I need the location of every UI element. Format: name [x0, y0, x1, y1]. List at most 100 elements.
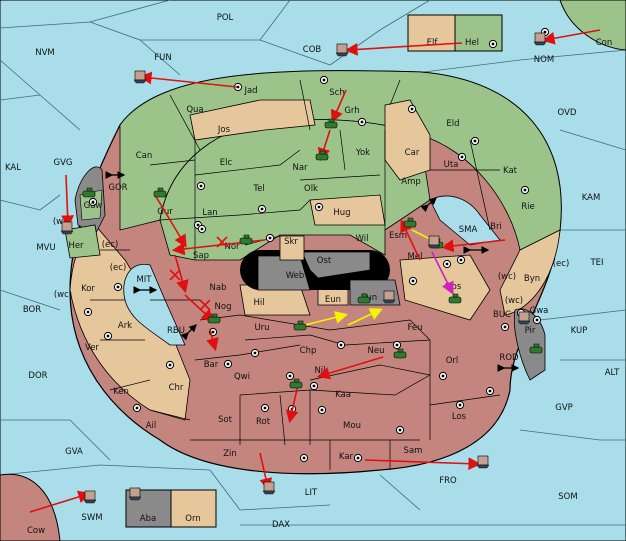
province-label-jos[interactable]: Jos — [217, 125, 231, 135]
fleet-unit-icon[interactable] — [427, 235, 441, 249]
province-label-byn[interactable]: Byn — [524, 274, 540, 284]
province-label-nar[interactable]: Nar — [292, 163, 308, 173]
province-label-hug[interactable]: Hug — [333, 208, 350, 218]
province-label-pir[interactable]: Pir — [525, 326, 536, 336]
province-label-sap[interactable]: Sap — [193, 251, 209, 261]
fleet-unit-icon[interactable] — [83, 490, 97, 504]
army-unit-icon[interactable] — [289, 378, 303, 389]
province-label-wil[interactable]: Wil — [356, 234, 369, 244]
fleet-unit-icon[interactable] — [335, 43, 349, 57]
province-label-chp[interactable]: Chp — [300, 346, 317, 356]
province-label-neu[interactable]: Neu — [368, 346, 385, 356]
fleet-unit-icon[interactable] — [476, 455, 490, 469]
army-unit-icon[interactable] — [315, 150, 329, 161]
province-label-hil[interactable]: Hil — [253, 298, 264, 308]
province-label-hel[interactable]: Hel — [465, 38, 479, 48]
province-label-ost[interactable]: Ost — [317, 256, 332, 266]
province-label-her[interactable]: Her — [68, 241, 84, 251]
army-unit-icon[interactable] — [293, 320, 307, 331]
province-label-mou[interactable]: Mou — [343, 421, 361, 431]
province-label-orl[interactable]: Orl — [446, 356, 459, 366]
province-label-bri[interactable]: Bri — [490, 222, 502, 232]
supply-center-dot — [263, 406, 267, 410]
province-label-esm[interactable]: Esm — [389, 231, 407, 241]
province-label-feu[interactable]: Feu — [407, 323, 422, 333]
fleet-unit-icon[interactable] — [517, 311, 531, 325]
province-label-sch[interactable]: Sch — [329, 88, 344, 98]
province-label-nog[interactable]: Nog — [215, 302, 232, 312]
province-label-eld[interactable]: Eld — [446, 119, 459, 129]
army-unit-icon[interactable] — [357, 293, 371, 304]
province-label-los[interactable]: Los — [452, 412, 467, 422]
province-label-can[interactable]: Can — [136, 151, 153, 161]
province-label-web[interactable]: Web — [286, 271, 305, 281]
army-unit-icon[interactable] — [529, 343, 543, 354]
province-label-sam[interactable]: Sam — [404, 446, 423, 456]
province-label-bar[interactable]: Bar — [204, 360, 219, 370]
fleet-unit-icon[interactable] — [533, 32, 547, 46]
province-label-car[interactable]: Car — [405, 148, 420, 158]
sea-label-kam: KAM — [582, 193, 601, 203]
province-label-olk[interactable]: Olk — [304, 184, 318, 194]
supply-center-dot — [339, 343, 343, 347]
province-label-zin[interactable]: Zin — [223, 449, 237, 459]
supply-center-dot — [199, 184, 203, 188]
fleet-unit-icon[interactable] — [60, 221, 74, 235]
army-unit-icon[interactable] — [403, 217, 417, 228]
region-ost[interactable] — [301, 251, 371, 279]
fleet-unit-icon[interactable] — [128, 487, 142, 501]
army-unit-icon[interactable] — [239, 234, 253, 245]
fleet-unit-icon[interactable] — [382, 290, 396, 304]
sea-label-fro: FRO — [439, 476, 457, 486]
region-her[interactable] — [64, 224, 101, 259]
province-label-tel[interactable]: Tel — [252, 184, 264, 194]
province-label-grh[interactable]: Grh — [344, 106, 359, 116]
passage-arrow — [180, 324, 197, 341]
province-label-kat[interactable]: Kat — [503, 166, 518, 176]
province-label-uta[interactable]: Uta — [444, 160, 459, 170]
province-label-aba[interactable]: Aba — [140, 514, 156, 524]
fleet-unit-icon[interactable] — [262, 481, 276, 495]
province-label-ail[interactable]: Ail — [146, 421, 157, 431]
region-orn[interactable] — [170, 489, 217, 528]
province-label-nor[interactable]: Nor — [224, 242, 240, 252]
province-label-orn[interactable]: Orn — [185, 514, 200, 524]
sea-label-nom: NOM — [534, 55, 554, 65]
province-label-chr[interactable]: Chr — [169, 383, 184, 393]
province-label-ken[interactable]: Ken — [113, 387, 129, 397]
army-unit-icon[interactable] — [153, 187, 167, 198]
fleet-unit-icon[interactable] — [133, 70, 147, 84]
province-label-nab[interactable]: Nab — [210, 283, 227, 293]
province-label-kor[interactable]: Kor — [81, 284, 95, 294]
army-unit-icon[interactable] — [324, 118, 338, 129]
province-label-kaa[interactable]: Kaa — [335, 390, 351, 400]
province-label-sot[interactable]: Sot — [218, 415, 233, 425]
army-unit-icon[interactable] — [393, 348, 407, 359]
province-label-jad[interactable]: Jad — [243, 86, 257, 96]
region-tan-east[interactable] — [499, 229, 561, 316]
province-label-mel[interactable]: Mel — [408, 252, 423, 262]
army-unit-icon[interactable] — [448, 293, 462, 304]
province-label-elf[interactable]: Elf — [427, 38, 439, 48]
province-label-yok[interactable]: Yok — [355, 148, 370, 158]
province-label-gaw[interactable]: Gaw — [84, 201, 103, 211]
province-label-qua[interactable]: Qua — [186, 105, 203, 115]
province-label-uru[interactable]: Uru — [254, 323, 269, 333]
province-label-ark[interactable]: Ark — [118, 321, 132, 331]
province-label-skr[interactable]: Skr — [284, 237, 298, 247]
province-label-kar[interactable]: Kar — [339, 452, 354, 462]
army-unit-icon[interactable] — [207, 313, 221, 324]
province-label-qwi[interactable]: Qwi — [234, 372, 250, 382]
province-label-amp[interactable]: Amp — [401, 177, 421, 187]
province-label-eun[interactable]: Eun — [325, 295, 341, 305]
province-label-ver[interactable]: Ver — [85, 343, 99, 353]
army-unit-icon[interactable] — [82, 187, 96, 198]
province-label-gwa[interactable]: Gwa — [530, 306, 549, 316]
province-label-lan[interactable]: Lan — [202, 208, 217, 218]
province-label-rie[interactable]: Rie — [521, 202, 535, 212]
region-skr[interactable] — [279, 235, 305, 261]
province-label-elc[interactable]: Elc — [220, 158, 233, 168]
region-hel[interactable] — [454, 14, 503, 52]
region-pir[interactable] — [513, 308, 546, 381]
province-label-rot[interactable]: Rot — [256, 417, 271, 427]
